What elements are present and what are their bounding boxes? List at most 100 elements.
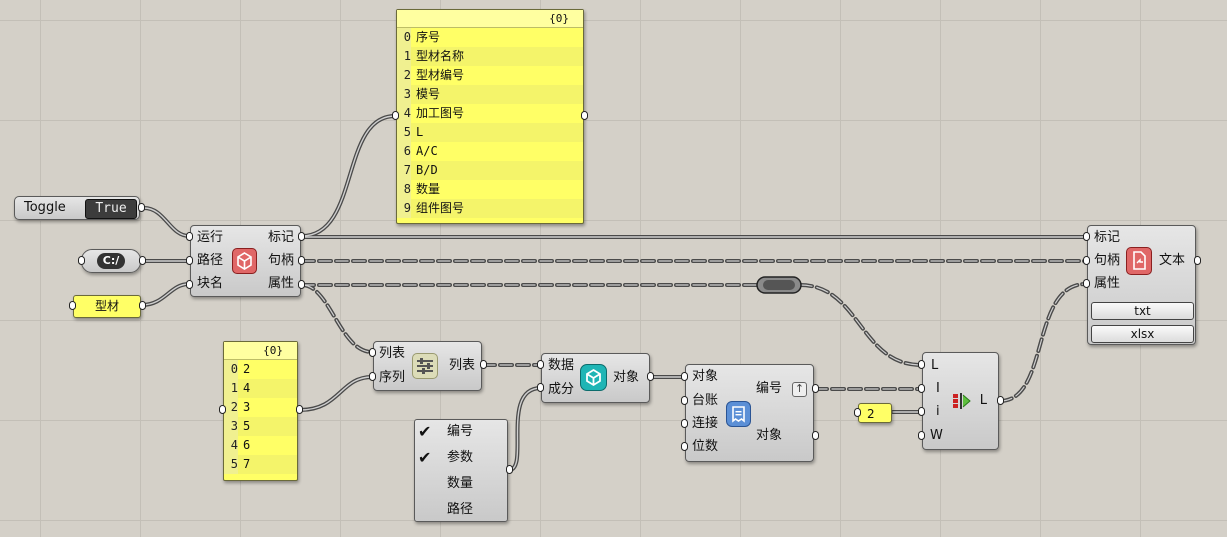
insert-I-grip[interactable] bbox=[918, 384, 925, 393]
insert-output-grip[interactable] bbox=[997, 396, 1004, 405]
input-W[interactable]: W bbox=[930, 428, 943, 443]
input-digits[interactable]: 位数 bbox=[692, 439, 719, 454]
input-list[interactable]: 列表 bbox=[379, 346, 406, 361]
ledger-code-grip[interactable] bbox=[812, 384, 819, 393]
path-output-grip[interactable] bbox=[139, 256, 146, 265]
input-handle[interactable]: 句柄 bbox=[1094, 253, 1121, 268]
row-value: 模号 bbox=[416, 87, 441, 101]
txt-button[interactable]: txt bbox=[1091, 302, 1194, 320]
list-item-component[interactable]: 列表 序列 列表 bbox=[373, 341, 482, 391]
input-attributes[interactable]: 属性 bbox=[1094, 276, 1121, 291]
export-text-component[interactable]: 标记 句柄 属性 文本 txt xlsx bbox=[1087, 225, 1196, 345]
checkmark-icon[interactable]: ✔ bbox=[418, 448, 432, 467]
attr-panel-input-grip[interactable] bbox=[392, 111, 399, 120]
checklist-output-grip[interactable] bbox=[506, 465, 513, 474]
ledger-digits-grip[interactable] bbox=[681, 442, 688, 451]
input-L[interactable]: L bbox=[931, 358, 939, 373]
insert-W-grip[interactable] bbox=[918, 431, 925, 440]
input-object[interactable]: 对象 bbox=[692, 369, 719, 384]
export-attr-grip[interactable] bbox=[1083, 279, 1090, 288]
block-attribute-component[interactable]: 运行 路径 块名 标记 句柄 属性 bbox=[190, 225, 301, 297]
toggle-value-button[interactable]: True bbox=[85, 199, 137, 219]
input-component[interactable]: 成分 bbox=[548, 382, 575, 397]
input-I[interactable]: I bbox=[936, 381, 940, 396]
checklist-item-label[interactable]: 路径 bbox=[447, 502, 474, 517]
input-data[interactable]: 数据 bbox=[548, 358, 575, 373]
block-path-grip[interactable] bbox=[186, 256, 193, 265]
block-run-grip[interactable] bbox=[186, 232, 193, 241]
output-mark[interactable]: 标记 bbox=[267, 230, 294, 245]
checklist-item-label[interactable]: 编号 bbox=[447, 424, 474, 439]
output-text[interactable]: 文本 bbox=[1158, 253, 1185, 268]
attr-panel-output-grip[interactable] bbox=[581, 111, 588, 120]
wire-mark-panel bbox=[300, 114, 397, 238]
index-panel-output-grip[interactable] bbox=[296, 405, 303, 414]
upload-icon[interactable]: ↑ bbox=[792, 382, 807, 397]
ledger-object-grip[interactable] bbox=[681, 372, 688, 381]
toggle-output-grip[interactable] bbox=[138, 203, 145, 212]
export-mark-grip[interactable] bbox=[1083, 232, 1090, 241]
data-input-grip[interactable] bbox=[537, 360, 544, 369]
wire-toggle-run bbox=[142, 206, 191, 238]
output-object[interactable]: 对象 bbox=[755, 428, 782, 443]
checklist-item-label[interactable]: 参数 bbox=[447, 450, 474, 465]
block-name-output-grip[interactable] bbox=[139, 301, 146, 310]
input-i[interactable]: i bbox=[936, 404, 940, 419]
ledger-component[interactable]: 对象 台账 连接 位数 编号 对象 ↑ bbox=[685, 364, 814, 462]
component-input-grip[interactable] bbox=[537, 383, 544, 392]
output-handle[interactable]: 句柄 bbox=[267, 253, 294, 268]
block-name-panel[interactable]: 型材 bbox=[73, 295, 141, 318]
output-L[interactable]: L bbox=[979, 393, 987, 408]
value-checklist[interactable]: ✔ 编号 ✔ 参数数量路径 bbox=[414, 419, 508, 522]
export-handle-grip[interactable] bbox=[1083, 256, 1090, 265]
index-panel-input-grip[interactable] bbox=[219, 405, 226, 414]
xlsx-button[interactable]: xlsx bbox=[1091, 325, 1194, 343]
input-connect[interactable]: 连接 bbox=[692, 416, 719, 431]
block-mark-grip[interactable] bbox=[298, 232, 305, 241]
path-input-grip[interactable] bbox=[78, 256, 85, 265]
ledger-object-out-grip[interactable] bbox=[812, 431, 819, 440]
ledger-connect-grip[interactable] bbox=[681, 419, 688, 428]
row-index: 4 bbox=[224, 436, 238, 455]
input-block-name[interactable]: 块名 bbox=[197, 276, 224, 291]
number-input-grip[interactable] bbox=[854, 408, 861, 417]
boolean-toggle[interactable]: Toggle True bbox=[14, 196, 140, 220]
checklist-item-label[interactable]: 数量 bbox=[447, 476, 474, 491]
object-component[interactable]: 数据 成分 对象 bbox=[541, 353, 650, 403]
checkmark-icon[interactable]: ✔ bbox=[418, 422, 432, 441]
output-code[interactable]: 编号 bbox=[755, 381, 782, 396]
input-mark[interactable]: 标记 bbox=[1094, 230, 1121, 245]
ledger-ledger-grip[interactable] bbox=[681, 396, 688, 405]
insert-i-grip[interactable] bbox=[918, 407, 925, 416]
sequence-input-grip[interactable] bbox=[369, 372, 376, 381]
path-parameter[interactable]: C:/ bbox=[81, 249, 141, 273]
block-name-input-grip[interactable] bbox=[69, 301, 76, 310]
output-object[interactable]: 对象 bbox=[612, 370, 639, 385]
row-value: 4 bbox=[243, 381, 251, 395]
input-sequence[interactable]: 序列 bbox=[379, 370, 406, 385]
list-output-grip[interactable] bbox=[480, 360, 487, 369]
input-ledger[interactable]: 台账 bbox=[692, 393, 719, 408]
insert-L-grip[interactable] bbox=[918, 360, 925, 369]
wire-attr-list bbox=[300, 283, 374, 354]
output-list[interactable]: 列表 bbox=[448, 358, 475, 373]
object-output-grip[interactable] bbox=[647, 372, 654, 381]
block-handle-grip[interactable] bbox=[298, 256, 305, 265]
export-text-grip[interactable] bbox=[1194, 256, 1201, 265]
list-input-grip[interactable] bbox=[369, 348, 376, 357]
input-path[interactable]: 路径 bbox=[197, 253, 224, 268]
row-index: 2 bbox=[397, 66, 411, 85]
row-index: 5 bbox=[224, 455, 238, 474]
output-attributes[interactable]: 属性 bbox=[267, 276, 294, 291]
block-name-grip[interactable] bbox=[186, 280, 193, 289]
block-attr-grip[interactable] bbox=[298, 280, 305, 289]
insert-items-component[interactable]: L I i W L bbox=[922, 352, 999, 450]
number-panel[interactable]: 2 bbox=[858, 403, 892, 423]
input-run[interactable]: 运行 bbox=[197, 230, 224, 245]
